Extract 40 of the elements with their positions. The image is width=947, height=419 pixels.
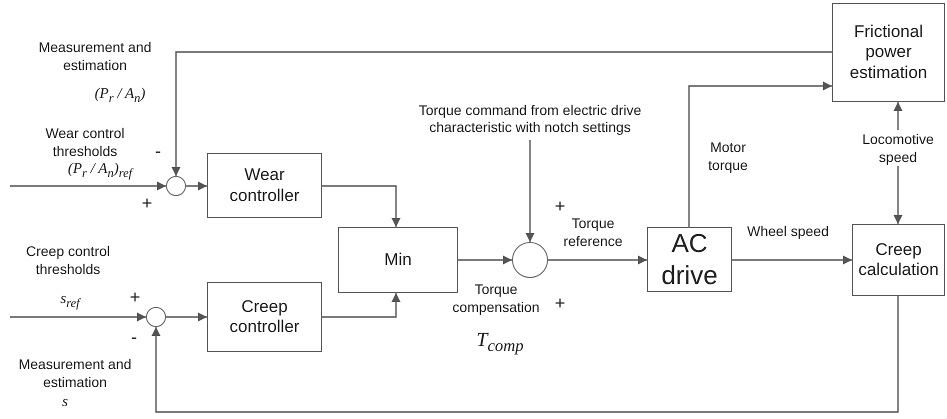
formula-text: (P$_{r}$ / A$_{n}$)$_{ref}$ <box>66 160 134 182</box>
signal-arrow <box>10 312 146 322</box>
signal-arrow <box>172 51 832 176</box>
process-block: AC drive <box>647 227 732 292</box>
command-text: Torque command from electric drive characteristic with notch settings <box>418 102 642 136</box>
signal-arrow <box>166 312 207 322</box>
process-block: Wear controller <box>207 153 322 218</box>
formula-text: s$_{ref}$ <box>59 290 82 312</box>
process-block: Creep controller <box>207 282 322 352</box>
signal-arrow <box>732 256 852 264</box>
signal-arrow <box>548 256 647 264</box>
signal-arrow <box>152 296 899 413</box>
summing-junction <box>146 307 166 327</box>
signal-arrow <box>10 182 166 190</box>
annotation-text: Creep control thresholds <box>24 242 112 278</box>
process-block: Min <box>338 227 458 293</box>
sign-label: + <box>140 192 154 215</box>
sign-label: - <box>130 326 138 349</box>
annotation-text: Wear control thresholds <box>44 124 126 160</box>
signal-arrow <box>458 256 512 264</box>
formula-text: s <box>61 393 69 412</box>
sign-label: + <box>554 292 566 315</box>
formula-text: (P$_{r}$ / A$_{n}$) <box>94 85 146 106</box>
process-block: Frictional power estimation <box>832 3 945 102</box>
sign-label: + <box>128 286 142 309</box>
edge-label: Motor torque <box>707 138 749 174</box>
signal-arrow <box>322 185 400 227</box>
signal-arrow <box>186 182 207 190</box>
edge-label: Wheel speed <box>746 222 830 240</box>
signal-arrow <box>526 140 534 242</box>
formula-text: T$_{comp}$ <box>475 328 525 357</box>
summing-junction <box>166 176 186 196</box>
signal-arrow <box>322 293 400 318</box>
signal-arrow <box>688 82 832 227</box>
summing-junction <box>512 242 548 278</box>
edge-label: Locomotive speed <box>862 130 934 166</box>
sign-label: - <box>154 140 162 163</box>
process-block: Creep calculation <box>852 224 945 296</box>
annotation-text: Measurement and estimation <box>38 38 152 74</box>
annotation-text: Measurement and estimation <box>18 355 132 392</box>
